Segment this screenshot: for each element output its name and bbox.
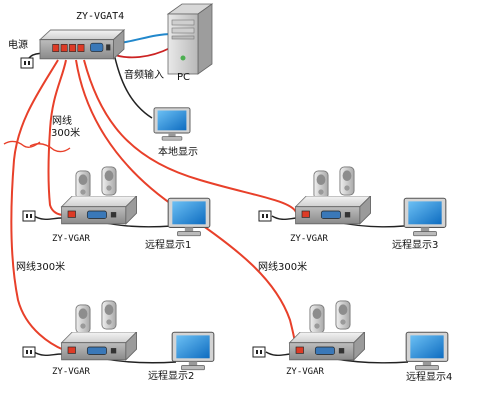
remote-monitor (167, 197, 211, 237)
power-label: 电源 (8, 40, 28, 51)
cable-ties (3, 140, 71, 153)
speaker-icon (313, 170, 329, 200)
speaker-icon (339, 166, 355, 196)
receiver-1-model: ZY-VGAR (52, 234, 90, 244)
cable-length-top-line1: 网线 (52, 116, 72, 127)
local-display-label: 本地显示 (158, 147, 198, 158)
cable-length-left: 网线300米 (16, 262, 66, 273)
power-plug (22, 346, 36, 358)
remote-site-2 (22, 300, 215, 371)
power-plug (258, 210, 272, 222)
remote-site-1 (22, 166, 211, 237)
cable-length-mid: 网线300米 (258, 262, 308, 273)
cable-to-remote-3 (83, 59, 297, 213)
cable-to-remote-4 (75, 59, 297, 351)
remote-display-1-label: 远程显示1 (145, 240, 192, 251)
network-cables (10, 59, 297, 351)
remote-display-4-label: 远程显示4 (406, 372, 453, 383)
speaker-icon (101, 300, 117, 330)
remote-monitor (403, 197, 447, 237)
speaker-icon (309, 304, 325, 334)
pc-label: PC (177, 72, 191, 83)
cable-to-remote-2 (10, 59, 65, 351)
receiver-4-model: ZY-VGAR (286, 367, 324, 377)
pc-tower (166, 3, 214, 75)
remote-display-2-label: 远程显示2 (148, 371, 195, 382)
power-plug (22, 210, 36, 222)
speaker-icon (75, 170, 91, 200)
local-monitor (153, 107, 191, 141)
remote-site-4 (252, 300, 449, 371)
cable-to-remote-1 (47, 59, 67, 216)
receiver-unit (295, 196, 372, 225)
remote-monitor (405, 331, 449, 371)
speaker-icon (335, 300, 351, 330)
remote-display-3-label: 远程显示3 (392, 240, 439, 251)
sender-power-plug (20, 57, 34, 69)
power-plug (252, 346, 266, 358)
speaker-icon (75, 304, 91, 334)
receiver-unit (289, 332, 366, 361)
remote-monitor (171, 331, 215, 371)
cable-length-top-line2: 300米 (51, 128, 81, 139)
sender-model-label: ZY-VGAT4 (76, 11, 125, 22)
receiver-unit (61, 332, 138, 361)
receiver-3-model: ZY-VGAR (290, 234, 328, 244)
receiver-2-model: ZY-VGAR (52, 367, 90, 377)
receiver-unit (61, 196, 138, 225)
audio-input-label: 音频输入 (124, 70, 164, 81)
speaker-icon (101, 166, 117, 196)
sender-unit (38, 29, 126, 60)
